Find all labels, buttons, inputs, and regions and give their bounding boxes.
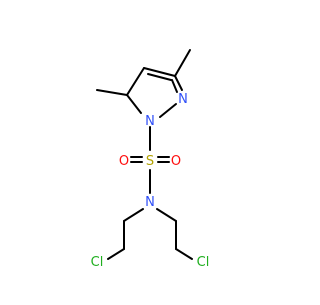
atom-n-amine: N — [145, 195, 155, 210]
atom-o-right: O — [171, 154, 181, 169]
bond-n-c-left — [123, 208, 144, 222]
atom-cl-right: Cl — [197, 255, 210, 270]
bonds — [96, 49, 193, 260]
bond-c4-c3 — [143, 67, 176, 77]
bond-c5-c4 — [126, 67, 145, 96]
bond-c-cl-left — [107, 248, 125, 260]
bond-c-cl-right — [175, 248, 193, 260]
bond-c3-n2 — [174, 75, 183, 91]
atom-cl-left: Cl — [91, 255, 104, 270]
molecule-svg: N N S O O N Cl Cl — [91, 49, 210, 270]
atom-s: S — [146, 154, 154, 169]
atom-o-left: O — [119, 154, 129, 169]
atom-n1: N — [145, 114, 155, 129]
bond-n-c-right — [156, 208, 177, 222]
bond-c4-c3-double — [147, 73, 172, 81]
bond-n1-c5 — [126, 94, 142, 114]
bond-c3-methyl — [174, 49, 191, 77]
bond-n2-n1 — [159, 103, 177, 118]
atom-n2: N — [178, 92, 188, 107]
molecule-diagram: N N S O O N Cl Cl — [91, 49, 210, 270]
bond-c5-methyl — [96, 89, 128, 96]
bond-c3-n2-double — [171, 79, 178, 93]
